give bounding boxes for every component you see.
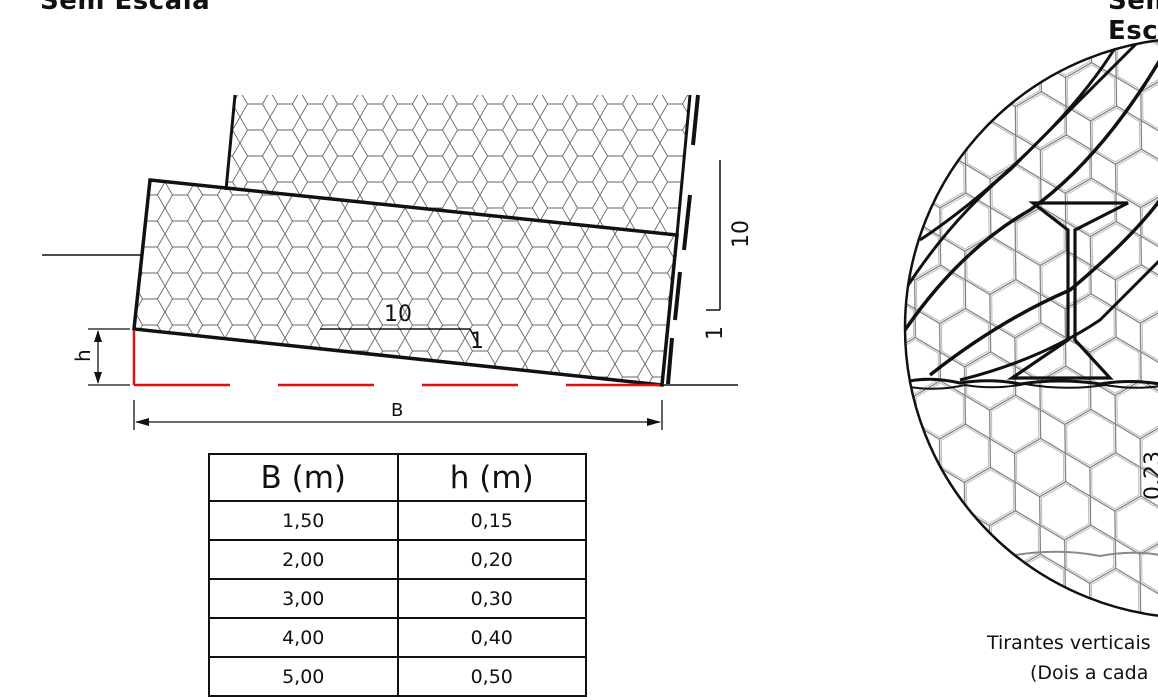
table-cell-b: 1,50 — [208, 500, 399, 541]
face-plate — [673, 271, 682, 321]
table-cell-h: 0,20 — [396, 539, 587, 580]
face-plate — [691, 94, 700, 146]
table-row: 4,00 0,40 — [208, 617, 587, 658]
table-cell-b: 4,00 — [208, 617, 399, 658]
upper-gabion-left-edge — [224, 94, 237, 191]
detail-circle — [903, 39, 1158, 617]
face-slope-rise-label: 1 — [703, 326, 728, 340]
slope-run-label: 10 — [384, 302, 412, 327]
b-dim-label: B — [391, 400, 403, 421]
h-dim-arrow-bottom — [94, 372, 102, 384]
table-cell-b: 2,00 — [208, 539, 399, 580]
face-slope-run-label: 10 — [729, 220, 754, 248]
table-header-row: B (m) h (m) — [208, 453, 587, 502]
gabion-section: 10 1 10 1 h B — [42, 94, 754, 430]
table-cell-b: 5,00 — [208, 656, 399, 697]
table-header-h: h (m) — [396, 453, 587, 502]
table-row: 5,00 0,50 — [208, 656, 587, 697]
detail-dimension-label: 0,23 — [1141, 451, 1158, 500]
detail-caption-line1: Tirantes verticais — [987, 632, 1151, 654]
table-cell-h: 0,15 — [396, 500, 587, 541]
mesh-detail: 0,23 — [903, 38, 1158, 618]
b-h-table: B (m) h (m) 1,50 0,15 2,00 0,20 3,00 0,3… — [208, 453, 587, 697]
upper-gabion-face — [675, 94, 692, 236]
table-cell-h: 0,40 — [396, 617, 587, 658]
table-row: 3,00 0,30 — [208, 578, 587, 619]
table-cell-h: 0,50 — [396, 656, 587, 697]
table-row: 2,00 0,20 — [208, 539, 587, 580]
slope-rise-label: 1 — [470, 329, 484, 354]
b-dim-arrow-right — [647, 418, 661, 426]
table-header-b: B (m) — [208, 453, 399, 502]
detail-caption-line2: (Dois a cada — [1030, 662, 1149, 684]
slope-indicator-rise — [469, 328, 479, 345]
table-cell-b: 3,00 — [208, 578, 399, 619]
lower-gabion-mesh — [134, 180, 677, 385]
table-cell-h: 0,30 — [396, 578, 587, 619]
title-left: Sem Escala — [40, 0, 211, 16]
h-dim-arrow-top — [94, 330, 102, 342]
table-row: 1,50 0,15 — [208, 500, 587, 541]
face-plate — [682, 194, 692, 251]
face-plate — [666, 337, 674, 385]
b-dim-arrow-left — [135, 418, 149, 426]
h-dim-label: h — [71, 349, 95, 362]
